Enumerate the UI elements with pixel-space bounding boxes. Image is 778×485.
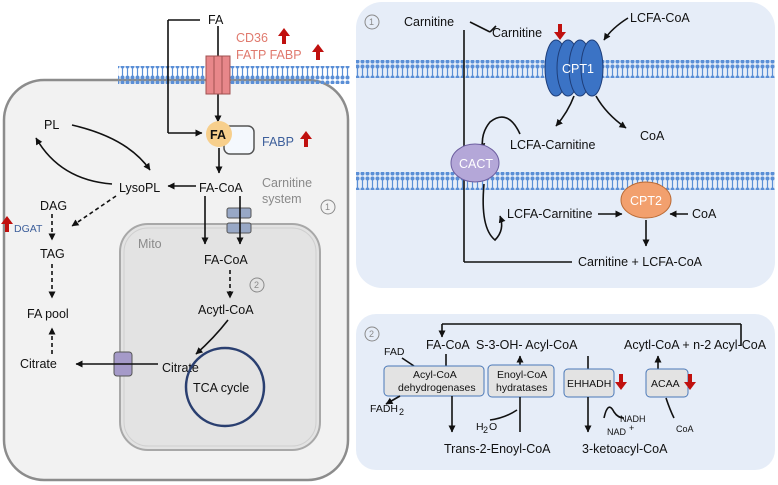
fa-circle (206, 121, 232, 147)
carnitine-transporter (226, 207, 252, 219)
h2o-label: H (476, 421, 484, 433)
fatp-fabp-label: FATP FABP (236, 48, 302, 62)
carnitine-system-label-1: Carnitine (262, 176, 312, 190)
enoyl-coa-label-1: Enoyl-CoA (497, 369, 547, 381)
cpt1-label: CPT1 (562, 62, 594, 76)
nad-plus: + (629, 423, 634, 433)
acyl-coa-dh-label-1: Acyl-CoA (413, 369, 457, 381)
ehhadh-box (563, 368, 615, 398)
p2-coa-label: CoA (676, 424, 694, 434)
lcfa-coa-label: LCFA-CoA (630, 11, 690, 25)
fa-cyto-label: FA (210, 128, 226, 142)
acyl-coa-n2-label: Acytl-CoA + n-2 Acyl-CoA (624, 338, 767, 352)
ehhadh-label: EHHADH (567, 378, 611, 390)
fad-label: FAD (384, 346, 405, 358)
product-label: Carnitine + LCFA-CoA (578, 255, 703, 269)
cpt2-protein (620, 181, 672, 219)
coa-2-label: CoA (692, 207, 717, 221)
dag-label: DAG (40, 199, 67, 213)
inner-mito-membrane (356, 172, 775, 190)
coa-1-label: CoA (640, 129, 665, 143)
lcfa-carnitine-1-label: LCFA-Carnitine (510, 138, 595, 152)
trans-enoyl-coa-label: Trans-2-Enoyl-CoA (444, 442, 551, 456)
fadh2-label: FADH (370, 403, 398, 415)
mito-label: Mito (138, 237, 162, 251)
panel-1-circle: 1 (369, 17, 374, 27)
plasma-membrane (118, 66, 350, 84)
citrate-cyto-label: Citrate (20, 357, 57, 371)
cd36-label: CD36 (236, 31, 268, 45)
tca-cycle-circle (184, 346, 266, 428)
acaa-label: ACAA (651, 378, 680, 390)
fa-coa-label: FA-CoA (199, 181, 243, 195)
s3oh-acyl-coa-label: S-3-OH- Acyl-CoA (476, 338, 578, 352)
fa-label: FA (208, 13, 224, 27)
enoyl-coa-hydratases-box (487, 364, 555, 398)
tag-label: TAG (40, 247, 65, 261)
nadh-label: NADH (620, 414, 646, 424)
acyl-coa-dh-label-2: dehydrogenases (398, 382, 476, 394)
beta-ox-circle: 2 (254, 280, 259, 290)
cd36-up-arrow (278, 28, 290, 44)
cpt1-protein (544, 39, 604, 97)
carnitine-system-circle: 1 (325, 202, 330, 212)
fadh2-subscript: 2 (399, 407, 404, 417)
ketoacyl-coa-label: 3-ketoacyl-CoA (582, 442, 668, 456)
enoyl-coa-label-2: hydratases (496, 382, 547, 394)
mito-inner-membrane (123, 227, 317, 447)
mitochondrion (119, 223, 321, 451)
carnitine-out-label: Carnitine (404, 15, 454, 29)
acyl-coa-mito-label: Acytl-CoA (198, 303, 254, 317)
tca-cycle-label: TCA cycle (193, 381, 249, 395)
fa-pool-label: FA pool (27, 307, 69, 321)
p2-fa-coa-label: FA-CoA (426, 338, 470, 352)
fabp-label: FABP (262, 135, 294, 149)
cact-label: CACT (459, 157, 493, 171)
dgat-label: DGAT (14, 223, 43, 235)
fa-coa-mito-label: FA-CoA (204, 253, 248, 267)
nad-label: NAD (607, 427, 627, 437)
lysopl-label: LysoPL (119, 181, 160, 195)
cact-protein (450, 143, 500, 183)
pl-label: PL (44, 118, 59, 132)
fatp-transporter (205, 55, 215, 95)
carnitine-in-label: Carnitine (492, 26, 542, 40)
cpt2-label: CPT2 (630, 194, 662, 208)
acyl-coa-dehydrogenases-box (383, 365, 485, 397)
fabp-up-arrow (312, 44, 324, 60)
lcfa-carnitine-2-label: LCFA-Carnitine (507, 207, 592, 221)
panel-2-circle: 2 (369, 329, 374, 339)
h2o-subscript: 2 (483, 425, 488, 435)
h2o-o-label: O (489, 421, 497, 433)
carnitine-system-label-2: system (262, 192, 302, 206)
